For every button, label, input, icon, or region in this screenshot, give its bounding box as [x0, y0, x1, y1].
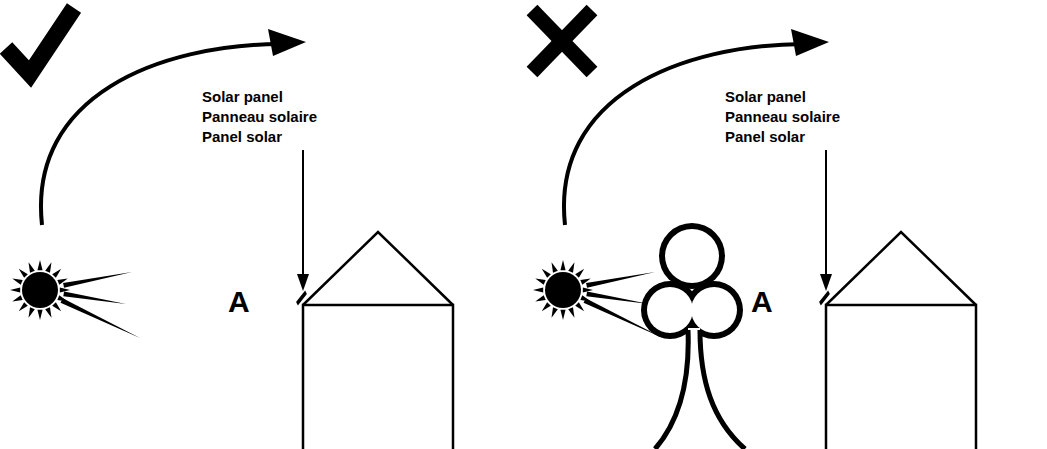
- arrow-head: [268, 29, 306, 56]
- leader-line: [302, 150, 304, 276]
- cross-mark: [532, 10, 592, 72]
- house-wall: [826, 305, 976, 449]
- cross-mark: [532, 10, 592, 72]
- tree-symbol: [641, 223, 745, 449]
- bad-panel: [532, 10, 976, 449]
- label-text: Panel solar: [725, 129, 805, 144]
- house-roof: [826, 232, 976, 305]
- label-text: Solar panel: [202, 89, 283, 104]
- house-wall: [303, 305, 453, 449]
- house-roof: [303, 232, 453, 305]
- label-text: Solar panel: [725, 89, 806, 104]
- arrow-head: [791, 29, 829, 56]
- leader-line: [825, 150, 827, 276]
- sun-symbol: [10, 260, 140, 338]
- good-panel: [6, 8, 453, 449]
- label-text: Panneau solaire: [725, 109, 840, 124]
- leader-arrow-head: [297, 274, 309, 291]
- leader-arrow-head: [820, 274, 832, 291]
- label-text: Panel solar: [202, 129, 282, 144]
- callout-letter: A: [228, 287, 250, 317]
- check-mark: [6, 8, 74, 74]
- label-text: Panneau solaire: [202, 109, 317, 124]
- callout-letter: A: [751, 287, 773, 317]
